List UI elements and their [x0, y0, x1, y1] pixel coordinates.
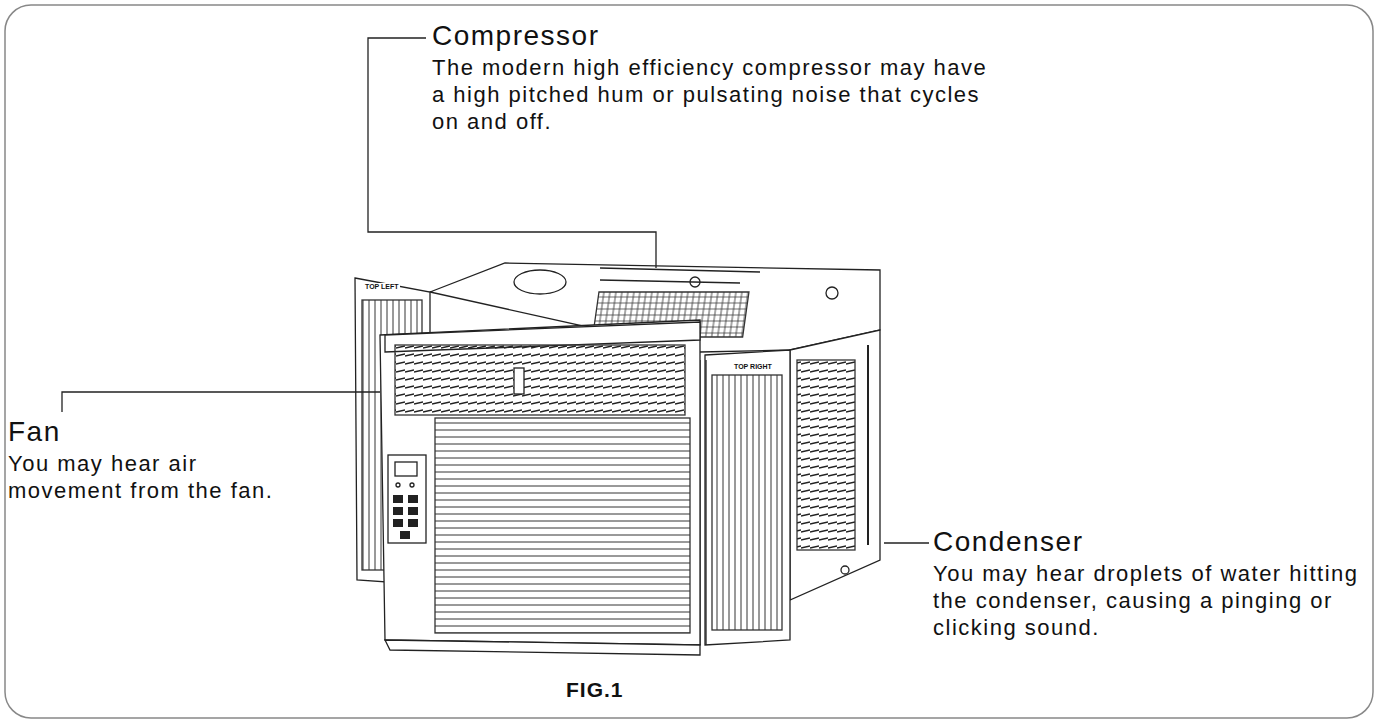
part-name: Fan — [8, 416, 61, 448]
part-note: You may hear air movement from the fan. — [8, 450, 308, 504]
ac-unit — [355, 263, 880, 655]
part-name: Condenser — [933, 526, 1083, 558]
panel-marking: TOP RIGHT — [733, 363, 773, 371]
frame — [5, 5, 1373, 718]
panel-marking: TOP LEFT — [364, 283, 400, 291]
part-name: Compressor — [432, 20, 599, 52]
part-note: You may hear droplets of water hitting t… — [933, 560, 1365, 641]
part-note: The modern high efficiency compressor ma… — [432, 54, 992, 135]
figure-caption: FIG.1 — [566, 678, 624, 702]
